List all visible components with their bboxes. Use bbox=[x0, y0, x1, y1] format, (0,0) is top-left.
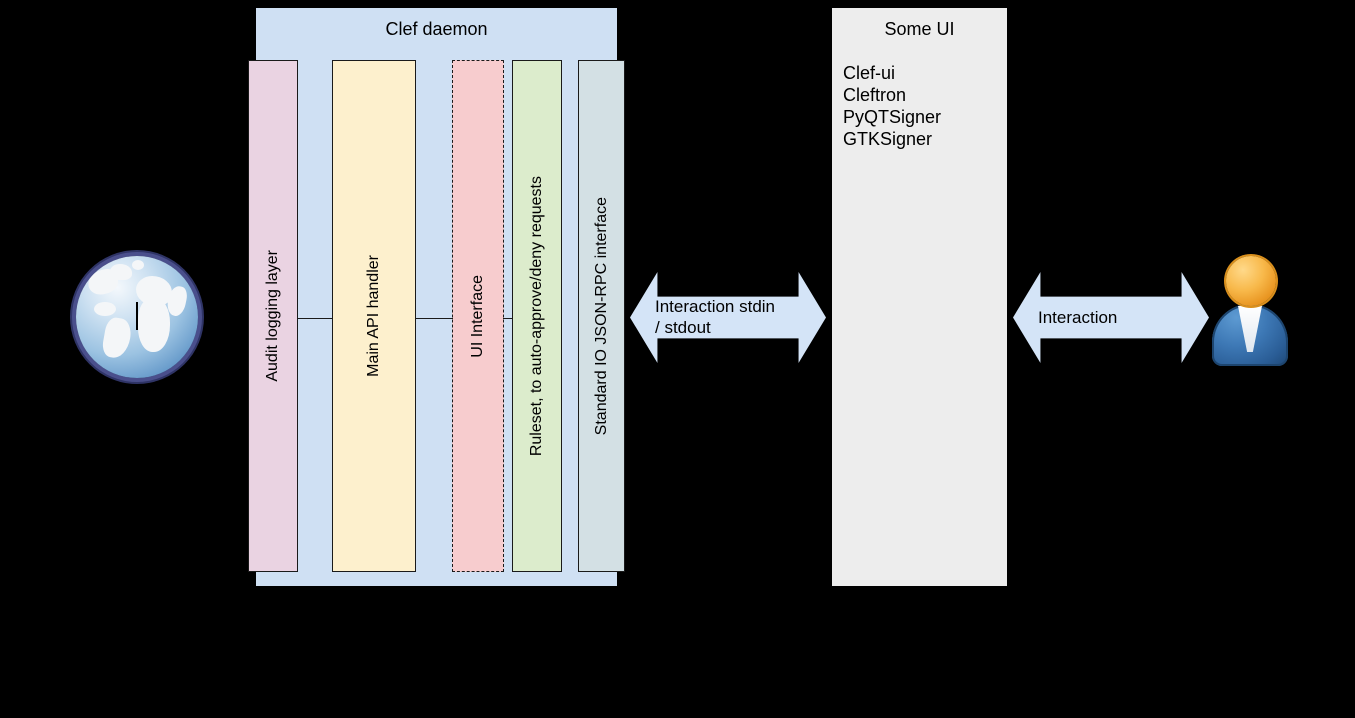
lane-main-api-handler[interactable]: Main API handler bbox=[332, 60, 416, 572]
clef-daemon-container bbox=[256, 8, 617, 586]
lane-ruleset[interactable]: Ruleset, to auto-approve/deny requests bbox=[512, 60, 562, 572]
arrow-ui-to-user-label: Interaction bbox=[1038, 308, 1118, 327]
connector-audit-to-api bbox=[297, 318, 333, 319]
globe-landmass bbox=[132, 260, 144, 270]
lane-audit-logging-layer[interactable]: Audit logging layer bbox=[248, 60, 298, 572]
user-icon bbox=[1210, 256, 1290, 366]
some-ui-implementation-list: Clef-ui Cleftron PyQTSigner GTKSigner bbox=[843, 62, 1003, 150]
lane-ruleset-label: Ruleset, to auto-approve/deny requests bbox=[528, 175, 545, 457]
lane-audit-label: Audit logging layer bbox=[264, 250, 281, 382]
lane-api-label: Main API handler bbox=[365, 255, 382, 377]
lane-ui-interface[interactable]: UI Interface bbox=[452, 60, 504, 572]
some-ui-panel bbox=[832, 8, 1007, 586]
globe-icon bbox=[76, 256, 198, 378]
globe-landmass bbox=[100, 316, 134, 360]
connector-api-to-ui bbox=[415, 318, 453, 319]
clef-daemon-title: Clef daemon bbox=[385, 19, 488, 39]
connector-ui-to-ruleset bbox=[503, 318, 513, 319]
globe-marker bbox=[136, 302, 138, 330]
lane-standard-io-json-rpc[interactable]: Standard IO JSON-RPC interface bbox=[578, 60, 625, 572]
globe-landmass bbox=[138, 298, 170, 352]
list-item: GTKSigner bbox=[843, 129, 933, 149]
list-item: PyQTSigner bbox=[843, 107, 942, 127]
lane-ui-label: UI Interface bbox=[469, 274, 486, 358]
list-item: Cleftron bbox=[843, 85, 907, 105]
user-head bbox=[1226, 256, 1276, 306]
globe-landmass bbox=[94, 302, 116, 316]
arrow-stdio-to-ui-label: Interaction stdin / stdout bbox=[655, 297, 776, 337]
some-ui-title: Some UI bbox=[884, 19, 955, 39]
globe-landmass bbox=[110, 264, 132, 280]
list-item: Clef-ui bbox=[843, 63, 896, 83]
lane-stdio-label: Standard IO JSON-RPC interface bbox=[592, 196, 610, 436]
